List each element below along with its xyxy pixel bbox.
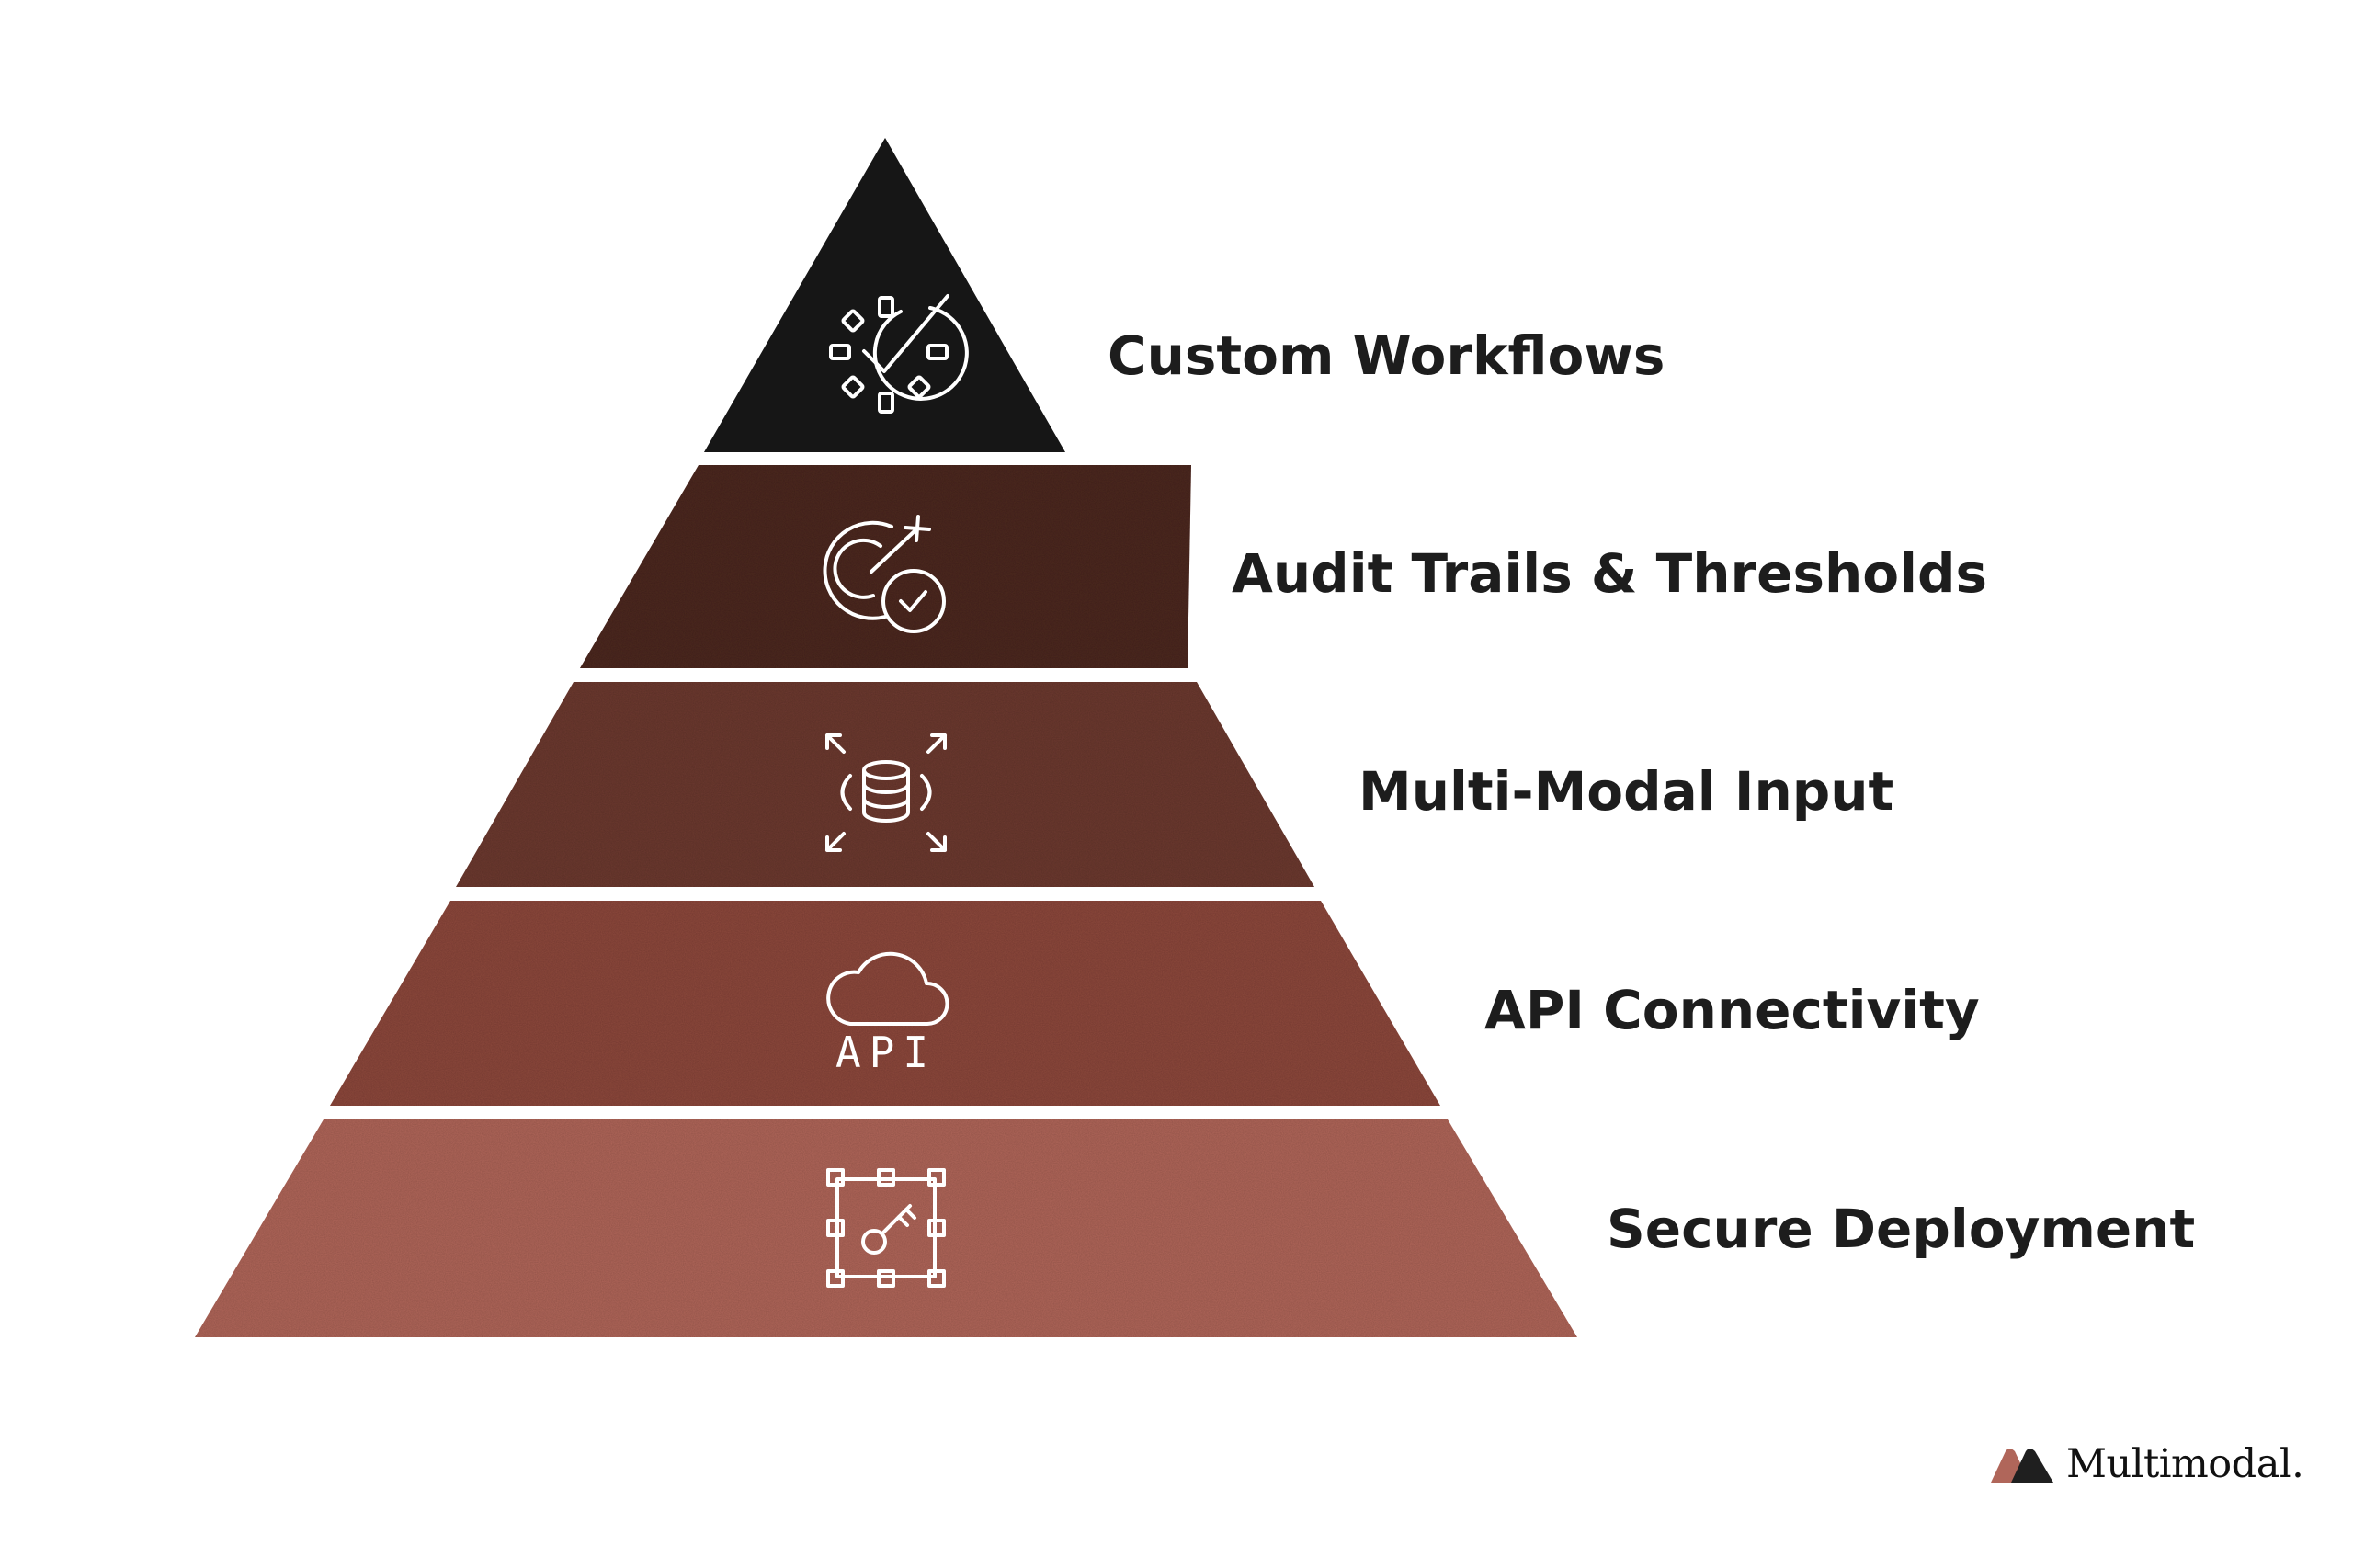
api-icon-text: API: [835, 1028, 937, 1077]
tier-shape: [704, 138, 1065, 452]
tier-label: Audit Trails & Thresholds: [1232, 542, 1987, 605]
tier-shape: [456, 682, 1314, 887]
target-check-icon: [823, 515, 946, 633]
tier-label: Custom Workflows: [1108, 324, 1665, 387]
tier-secure-deployment: Secure Deployment: [195, 1119, 2195, 1337]
secure-key-chip-icon: [826, 1168, 946, 1288]
cloud-api-icon: API: [826, 951, 949, 1077]
tier-audit-trails: Audit Trails & Thresholds: [580, 465, 1987, 668]
brand-logo: Multimodal.: [1989, 1432, 2304, 1496]
tier-api-connectivity: API API Connectivity: [330, 901, 1980, 1106]
gear-check-icon: [829, 294, 969, 414]
tier-label: Secure Deployment: [1607, 1198, 2195, 1260]
database-expand-icon: [825, 733, 947, 852]
tier-label: API Connectivity: [1484, 979, 1980, 1041]
brand-name: Multimodal.: [2066, 1441, 2304, 1487]
multimodal-logo-icon: [1991, 1449, 2053, 1483]
tier-label: Multi-Modal Input: [1358, 760, 1893, 823]
tier-shape: [330, 901, 1440, 1106]
tier-custom-workflows: Custom Workflows: [704, 138, 1665, 452]
tier-multi-modal-input: Multi-Modal Input: [456, 682, 1893, 887]
tier-shape: [580, 465, 1191, 668]
